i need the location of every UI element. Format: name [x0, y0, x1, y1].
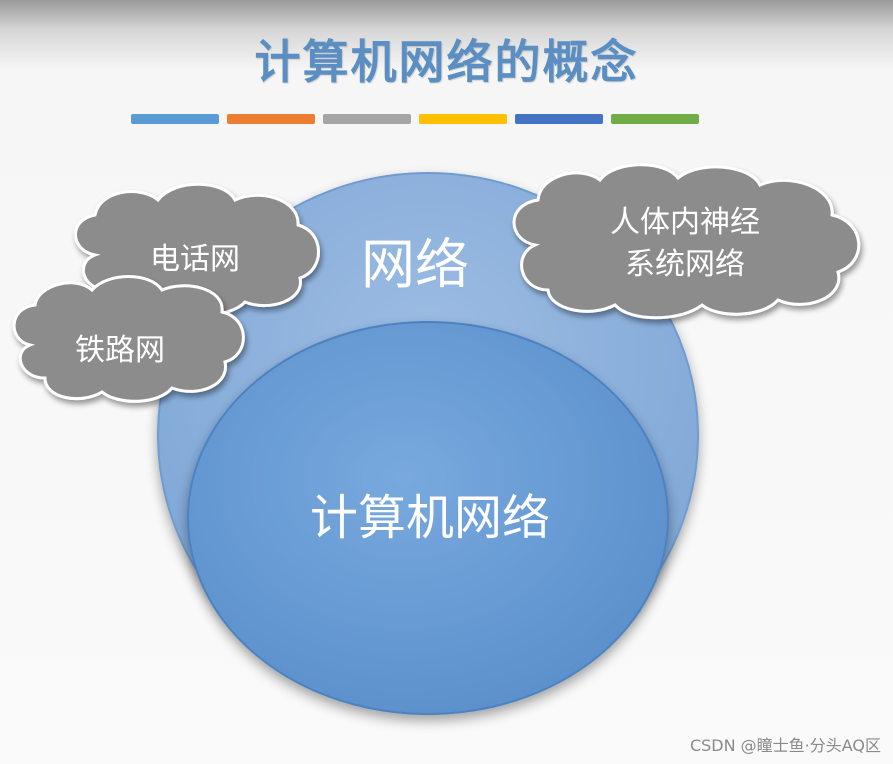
cloud-label-nervous-line1: 人体内神经: [610, 205, 760, 240]
accent-bar-green: [611, 114, 699, 124]
inner-circle-computer-network: [187, 321, 669, 715]
watermark: CSDN @瞳士鱼·分头AQ区: [689, 736, 881, 755]
cloud-label-telephone: 电话网: [150, 242, 240, 277]
cloud-label-nervous-system: 人体内神经 系统网络: [580, 202, 790, 286]
accent-bar-darkblue: [515, 114, 603, 124]
outer-circle-label: 网络: [361, 233, 469, 296]
accent-bar-blue: [131, 114, 219, 124]
cloud-label-railway: 铁路网: [75, 333, 165, 368]
cloud-nervous-system-network: [512, 163, 861, 320]
cloud-label-nervous-line2: 系统网络: [625, 247, 745, 282]
accent-bars: [131, 114, 699, 124]
accent-bar-gray: [323, 114, 411, 124]
accent-bar-yellow: [419, 114, 507, 124]
accent-bar-orange: [227, 114, 315, 124]
inner-circle-label: 计算机网络: [309, 490, 550, 546]
slide-title: 计算机网络的概念: [254, 35, 639, 89]
cloud-railway-network: [12, 275, 245, 403]
